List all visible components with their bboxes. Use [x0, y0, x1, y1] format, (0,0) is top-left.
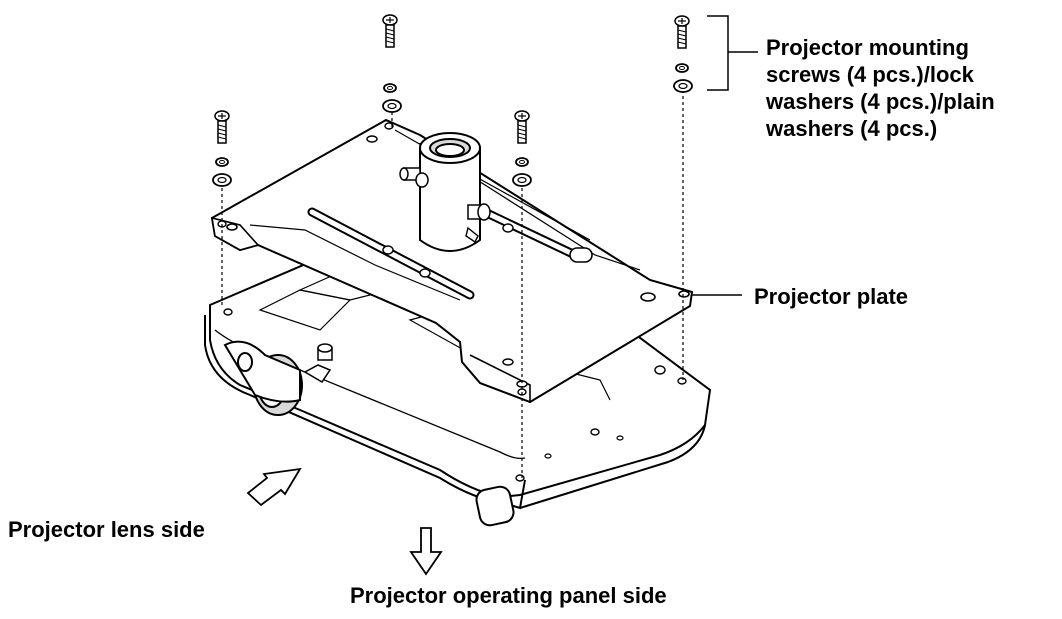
fasteners-label-line-1: Projector mounting — [766, 35, 969, 60]
alignment-lines — [221, 90, 684, 478]
leader-lines — [692, 15, 758, 296]
fasteners-label-line-4: washers (4 pcs.) — [766, 116, 938, 141]
fasteners-label-line-3: washers (4 pcs.)/plain — [766, 89, 995, 114]
fastener-set-front-right — [512, 110, 532, 187]
fasteners-label: Projector mounting screws (4 pcs.)/lock … — [766, 34, 1056, 142]
fasteners-label-line-2: screws (4 pcs.)/lock — [766, 62, 974, 87]
lens-assembly — [223, 340, 333, 416]
fastener-set-back-left — [382, 14, 402, 113]
fastener-set-front-left — [212, 110, 232, 187]
pipe-adapter — [399, 132, 491, 252]
projector-plate-label: Projector plate — [754, 284, 909, 309]
panel-side-arrow — [409, 527, 443, 576]
panel-side-label: Projector operating panel side — [350, 583, 667, 608]
lens-side-label: Projector lens side — [8, 517, 205, 542]
lens-side-arrow — [246, 467, 302, 507]
fastener-set-back-right — [673, 15, 693, 93]
